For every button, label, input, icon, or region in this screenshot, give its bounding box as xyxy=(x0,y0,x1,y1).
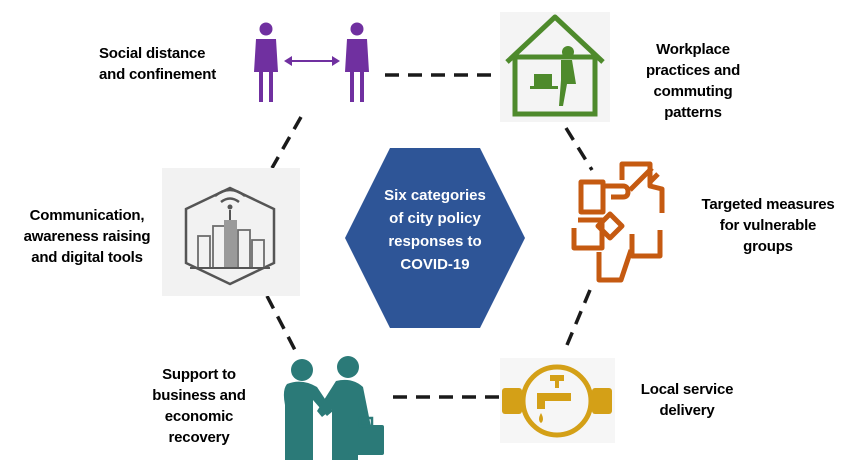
label-targeted: Targeted measures for vulnerable groups xyxy=(690,194,846,257)
label-line: Targeted measures xyxy=(701,196,835,213)
label-line: patterns xyxy=(664,104,722,121)
label-line: economic xyxy=(164,408,234,425)
label-line: Workplace xyxy=(656,41,730,58)
water-tap-icon xyxy=(500,358,615,443)
label-line: business and xyxy=(152,387,246,404)
label-line: delivery xyxy=(659,402,715,419)
label-support: Support to business and economic recover… xyxy=(146,364,252,448)
center-line-3: responses to xyxy=(388,233,482,250)
label-social-distance: Social distance and confinement xyxy=(99,43,216,85)
label-line: groups xyxy=(743,238,793,255)
connector-lower-left xyxy=(265,295,297,351)
label-line: Communication, xyxy=(29,207,145,224)
label-line: for vulnerable xyxy=(719,217,817,234)
label-line: awareness raising xyxy=(23,228,151,245)
label-line: recovery xyxy=(168,429,230,446)
connector-upper-right xyxy=(564,127,594,171)
label-line: and digital tools xyxy=(31,249,143,266)
label-line: Local service xyxy=(640,381,734,398)
center-line-1: Six categories xyxy=(384,187,486,204)
smart-city-icon xyxy=(162,168,300,296)
label-line: Support to xyxy=(162,366,236,383)
label-line: commuting xyxy=(653,83,733,100)
connector-upper-left xyxy=(270,116,303,169)
center-line-4: COVID-19 xyxy=(400,256,470,273)
label-communication: Communication, awareness raising and dig… xyxy=(12,205,162,268)
home-office-icon xyxy=(500,12,610,122)
center-hexagon xyxy=(345,148,525,328)
label-local-service: Local service delivery xyxy=(633,379,741,421)
joined-hands-icon xyxy=(571,161,665,283)
center-line-2: of city policy xyxy=(389,210,481,227)
label-line: and confinement xyxy=(99,66,217,83)
label-line: practices and xyxy=(645,62,741,79)
label-workplace: Workplace practices and commuting patter… xyxy=(638,39,748,123)
center-title: Six categories of city policy responses … xyxy=(350,184,520,276)
connector-lines xyxy=(265,73,594,399)
handshake-icon xyxy=(283,356,384,460)
connector-lower-right xyxy=(565,289,592,346)
social-distance-icon xyxy=(254,22,369,102)
label-line: Social distance xyxy=(99,45,206,62)
